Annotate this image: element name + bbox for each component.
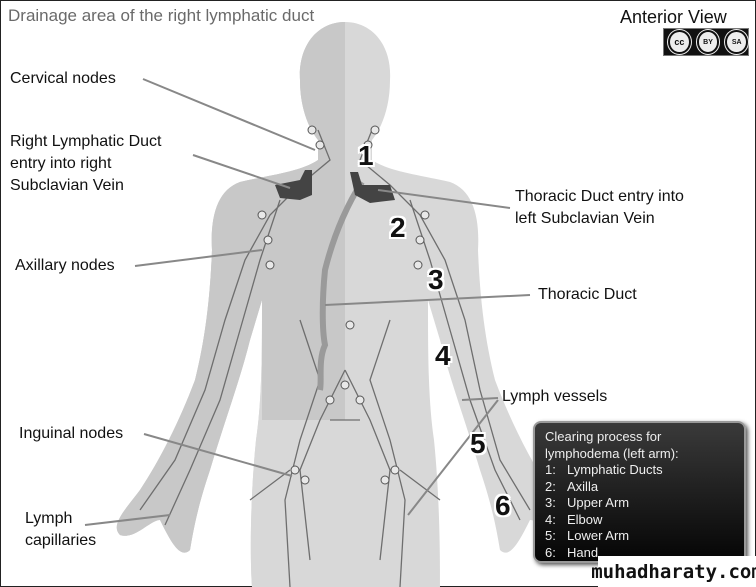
legend-item: 3: Upper Arm [545,495,734,512]
step-number-3: 3 [428,264,444,295]
legend-number: 3: [545,495,556,510]
legend-item: 2: Axilla [545,479,734,496]
legend-heading: lymphodema (left arm): [545,445,679,461]
label-right-lymphatic-duct: Right Lymphatic Duct entry into right Su… [10,131,161,197]
label-lymph-capillaries: Lymph capillaries [25,508,96,552]
by-icon: BY [696,30,720,54]
legend-heading: Clearing process for [545,429,662,444]
leader-lines [84,78,531,526]
step-number-6: 6 [495,490,511,521]
step-number-1: 1 [358,140,374,171]
legend-label: Upper Arm [567,495,630,510]
cc-icon: cc [668,30,691,54]
lymph-vessels [139,129,531,587]
label-inguinal-nodes: Inguinal nodes [19,425,124,442]
legend-number: 2: [545,478,556,494]
step-number-5: 5 [470,428,486,459]
step-number-4: 4 [435,340,451,371]
label-line: left Subclavian Vein [515,210,655,227]
legend-item: 6: Hand [545,545,734,562]
diagram-title: Drainage area of the right lymphatic duc… [8,6,315,25]
label-thoracic-duct-entry: Thoracic Duct entry into left Subclavian… [515,186,684,230]
watermark: muhadharaty.com [591,556,756,587]
legend-number: 4: [545,511,556,527]
label-lymph-vessels: Lymph vessels [502,388,608,405]
legend-number: 5: [545,528,556,543]
sa-icon: SA [725,30,749,54]
label-thoracic-duct: Thoracic Duct [538,286,637,303]
label-cervical-nodes: Cervical nodes [10,70,116,87]
label-line: Thoracic Duct entry into [515,188,684,205]
label-axillary-nodes: Axillary nodes [15,257,115,274]
subclavian-veins [275,170,395,203]
legend-number: 1: [545,462,556,477]
legend-item: 4: Elbow [545,512,734,529]
legend-item: 5: Lower Arm [545,528,734,545]
lymph-nodes [257,125,430,485]
clearing-process-legend: Clearing process for lymphodema (left ar… [533,421,746,563]
legend-label: Axilla [567,478,599,494]
step-number-2: 2 [390,212,406,243]
label-line: entry into right [10,155,112,172]
label-line: Right Lymphatic Duct [10,133,162,150]
license-badge[interactable]: cc BY SA [663,28,749,56]
label-line: Subclavian Vein [10,177,124,194]
legend-item: 1: Lymphatic Ducts [545,462,734,479]
legend-number: 6: [545,544,556,560]
legend-label: Lymphatic Ducts [567,462,663,477]
thoracic-duct [317,180,365,391]
label-line: capillaries [25,532,97,549]
legend-label: Hand [567,544,599,560]
legend-label: Lower Arm [567,528,630,543]
view-label: Anterior View [620,7,727,27]
legend-label: Elbow [567,511,603,527]
label-line: Lymph [25,510,73,527]
